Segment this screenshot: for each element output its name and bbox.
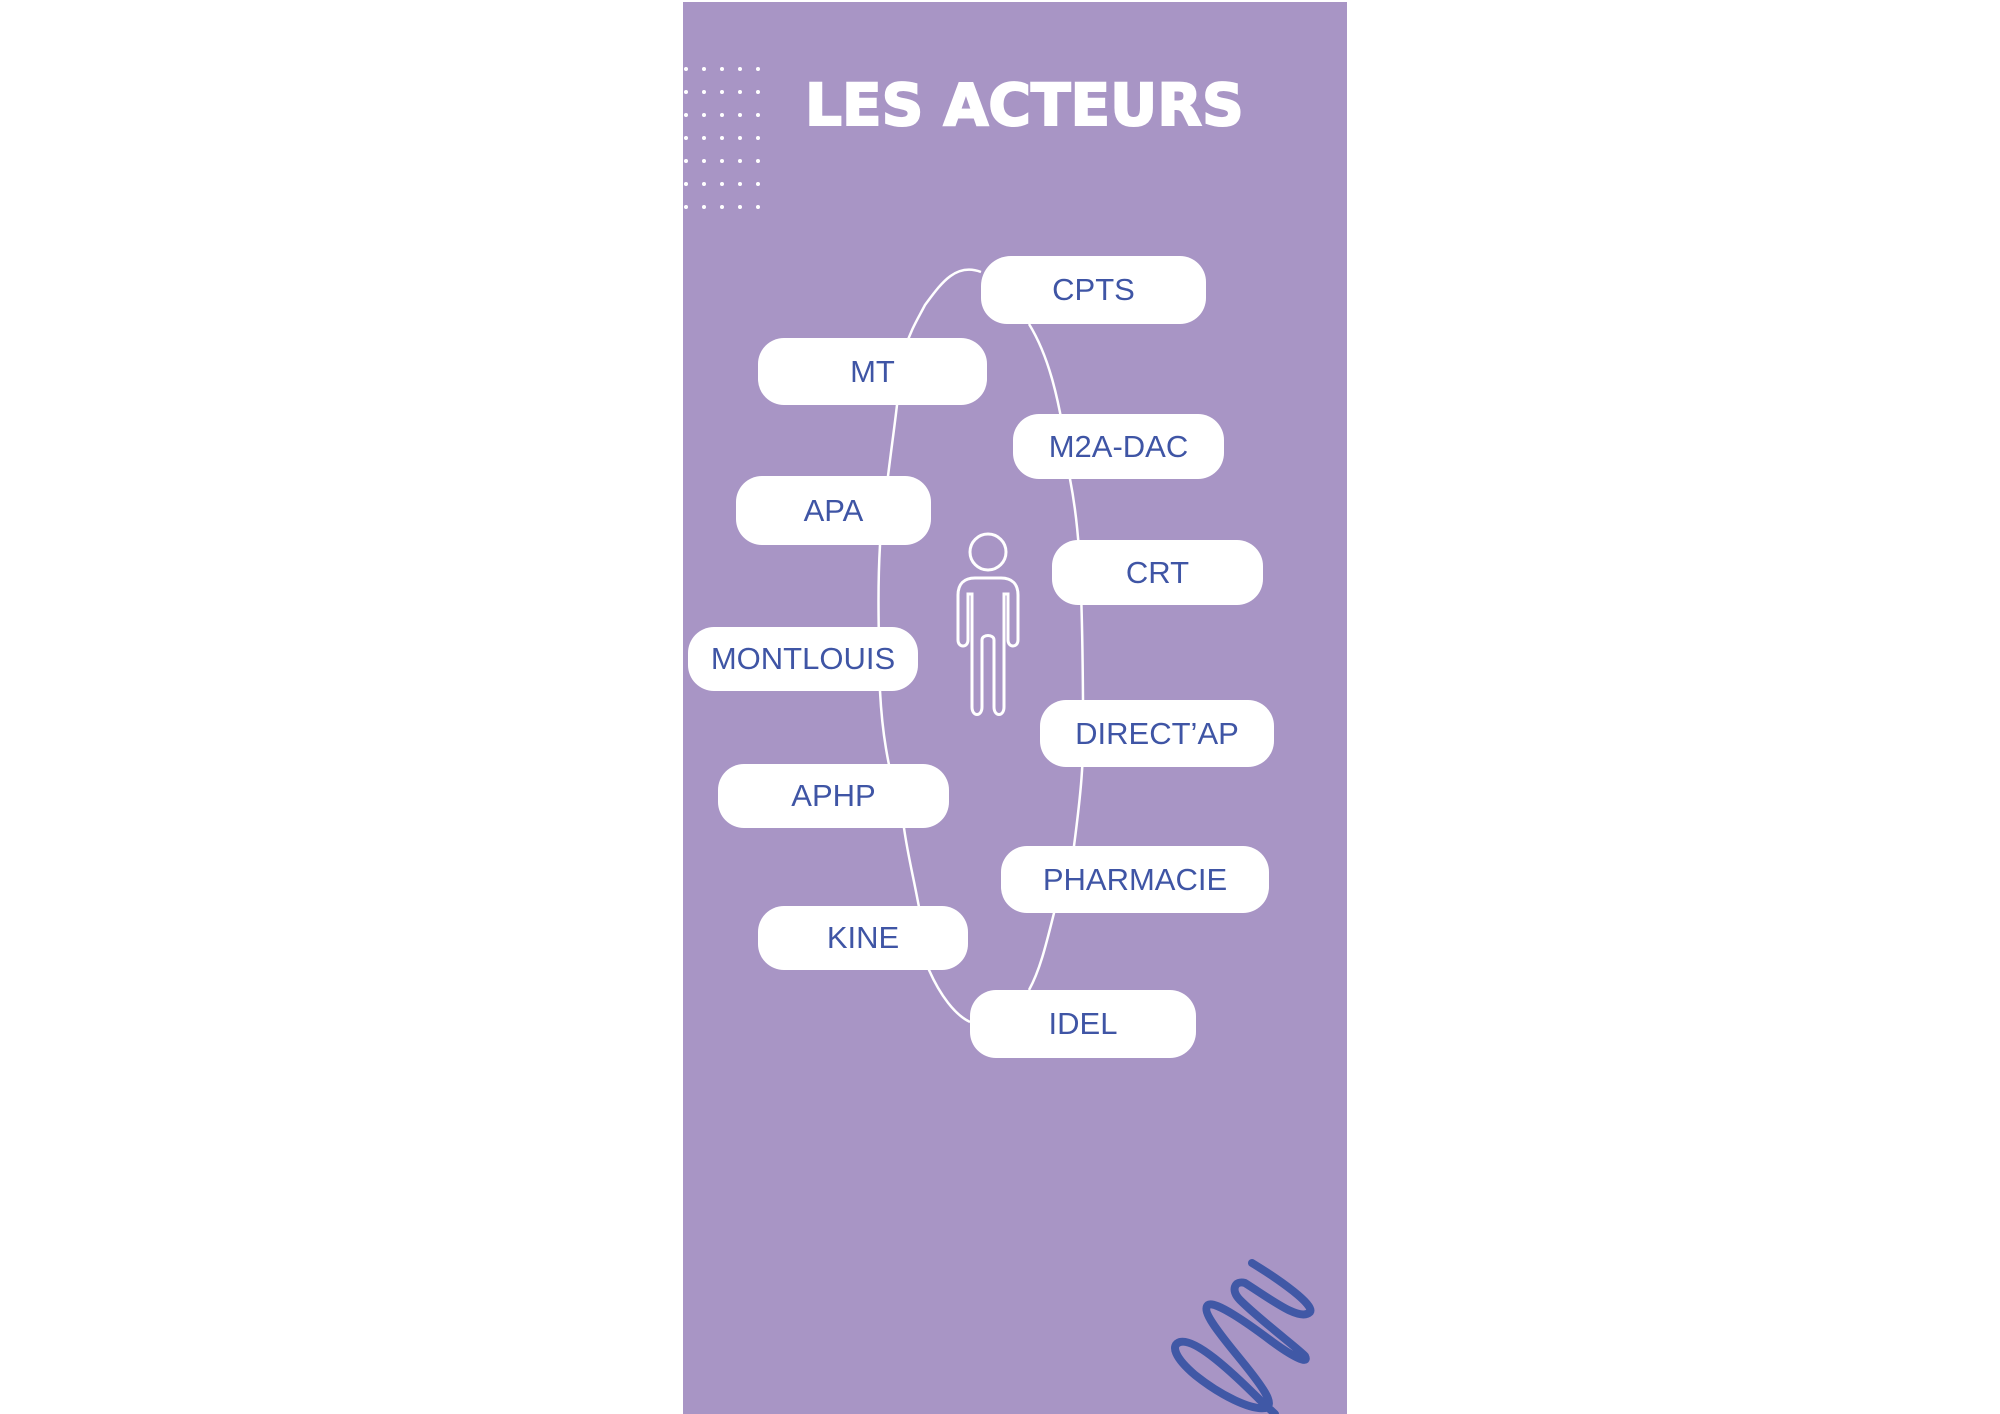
dot: [684, 67, 688, 71]
dot: [756, 159, 760, 163]
dot: [684, 136, 688, 140]
dot: [702, 90, 706, 94]
dot: [684, 113, 688, 117]
dot: [702, 182, 706, 186]
actor-pill-directap: DIRECT’AP: [1040, 700, 1274, 767]
dot: [756, 182, 760, 186]
dot: [738, 205, 742, 209]
squiggle-decoration: [1171, 1259, 1315, 1414]
dot: [702, 159, 706, 163]
actor-pill-crt: CRT: [1052, 540, 1263, 605]
dot: [684, 182, 688, 186]
dot: [738, 67, 742, 71]
actor-pill-apa: APA: [736, 476, 931, 545]
actor-pill-cpts: CPTS: [981, 256, 1206, 324]
actor-pill-mt: MT: [758, 338, 987, 405]
dot: [756, 205, 760, 209]
actor-pill-kine: KINE: [758, 906, 968, 970]
dot: [684, 159, 688, 163]
dot: [702, 113, 706, 117]
dot: [720, 182, 724, 186]
dot: [684, 90, 688, 94]
dot: [738, 159, 742, 163]
person-icon: [956, 532, 1020, 716]
actor-pill-m2a-dac: M2A-DAC: [1013, 414, 1224, 479]
dot: [720, 159, 724, 163]
dot: [720, 205, 724, 209]
dot: [702, 205, 706, 209]
actor-pill-montlouis: MONTLOUIS: [688, 627, 918, 691]
actor-pill-aphp: APHP: [718, 764, 949, 828]
actor-pill-pharmacie: PHARMACIE: [1001, 846, 1269, 913]
actor-pill-idel: IDEL: [970, 990, 1196, 1058]
dot: [702, 67, 706, 71]
dot: [738, 113, 742, 117]
dot: [756, 90, 760, 94]
dot: [684, 205, 688, 209]
dot: [738, 182, 742, 186]
dot: [756, 136, 760, 140]
dot: [720, 113, 724, 117]
dot: [720, 90, 724, 94]
dot: [720, 67, 724, 71]
dot: [702, 136, 706, 140]
dot-grid-decoration: [684, 67, 760, 209]
dot: [756, 113, 760, 117]
dot: [738, 90, 742, 94]
dot: [738, 136, 742, 140]
dot: [720, 136, 724, 140]
page-title: LES ACTEURS: [804, 71, 1245, 139]
dot: [756, 67, 760, 71]
